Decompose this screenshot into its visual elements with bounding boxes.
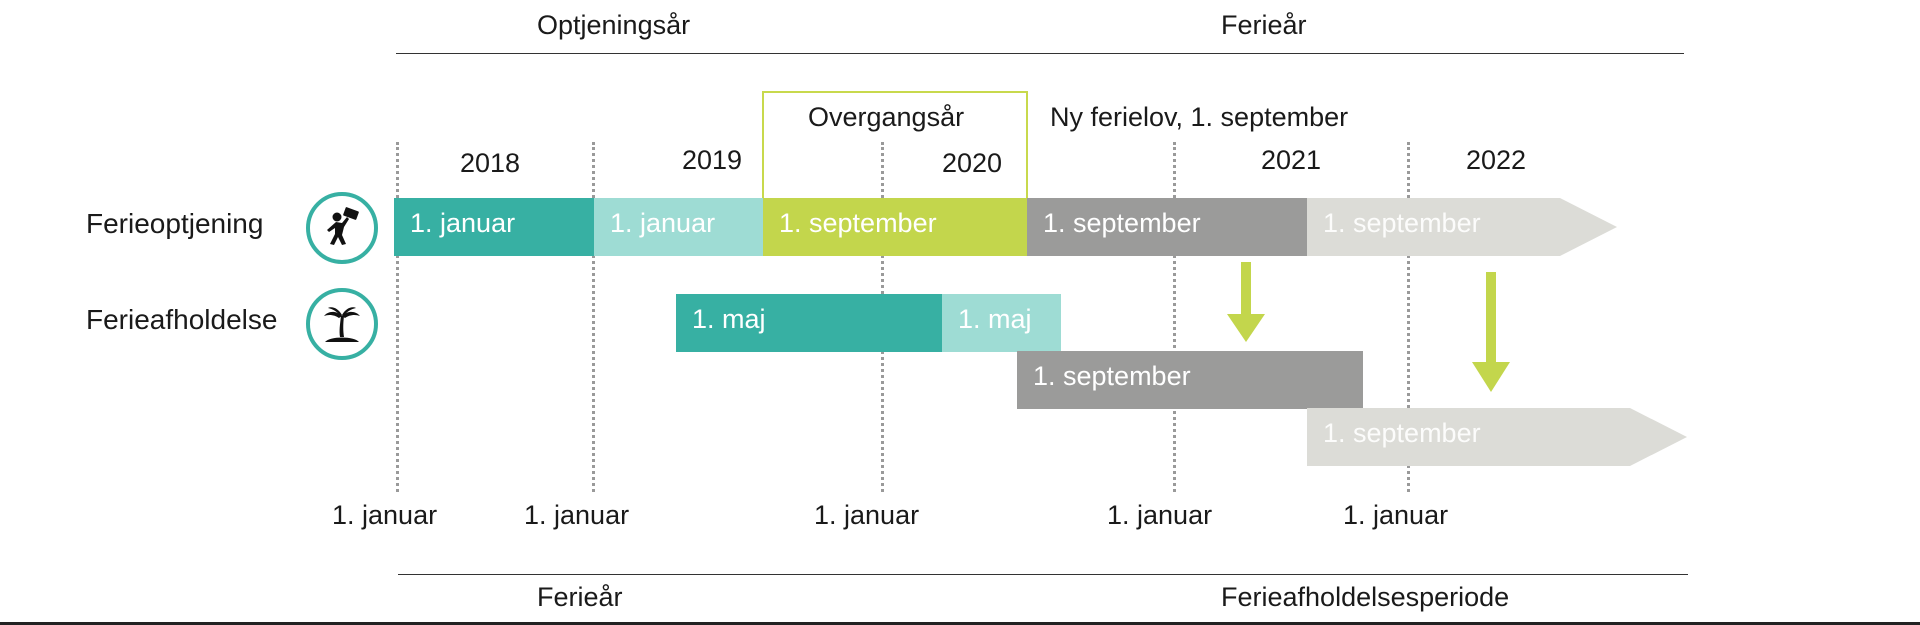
holiday-bar-2022-label: 1. september xyxy=(1323,418,1481,448)
divider-2019 xyxy=(592,142,595,492)
earning-bar-2021: 1. september xyxy=(1027,198,1307,256)
bottom-date-2020: 1. januar xyxy=(814,500,920,530)
holiday-arrow-2022 xyxy=(1307,408,1687,466)
holiday-bar-2020-label: 1. maj xyxy=(958,304,1032,334)
year-label-2019: 2019 xyxy=(682,145,743,175)
new-law-label: Ny ferielov, 1. september xyxy=(1050,102,1349,132)
divider-2021 xyxy=(1173,142,1176,492)
down-arrow-2021 xyxy=(1227,262,1265,342)
transition-year-label: Overgangsår xyxy=(808,102,965,132)
page-bottom-border xyxy=(0,622,1920,625)
divider-2022 xyxy=(1407,142,1410,492)
earning-bar-2018-label: 1. januar xyxy=(410,208,516,238)
earning-bar-transition-label: 1. september xyxy=(779,208,937,238)
palm-tree-island-icon xyxy=(324,307,360,342)
earning-icon-circle xyxy=(306,192,378,264)
bottom-divider xyxy=(398,574,1688,575)
bottom-left-heading: Ferieår xyxy=(537,582,623,612)
top-left-heading: Optjeningsår xyxy=(537,10,691,40)
earning-bar-2019: 1. januar xyxy=(594,198,763,256)
bottom-right-heading: Ferieafholdelsesperiode xyxy=(1221,582,1510,612)
year-label-2020: 2020 xyxy=(942,148,1003,178)
top-divider xyxy=(396,53,1684,54)
earning-bar-2018: 1. januar xyxy=(394,198,594,256)
bottom-date-2018: 1. januar xyxy=(332,500,438,530)
holiday-bar-2021: 1. september xyxy=(1017,351,1363,409)
earning-bar-2021-label: 1. september xyxy=(1043,208,1201,238)
holiday-bar-2021-label: 1. september xyxy=(1033,361,1191,391)
earning-bar-2019-label: 1. januar xyxy=(610,208,716,238)
bottom-date-2019: 1. januar xyxy=(524,500,630,530)
bottom-date-2021: 1. januar xyxy=(1107,500,1213,530)
bottom-date-2022: 1. januar xyxy=(1343,500,1449,530)
earning-bar-transition: 1. september xyxy=(763,198,1027,256)
person-waving-money-icon xyxy=(327,207,359,245)
down-arrow-2022 xyxy=(1472,272,1510,392)
row-label-earning: Ferieoptjening xyxy=(86,208,264,239)
holiday-bar-2019-label: 1. maj xyxy=(692,304,766,334)
earning-arrow-2022 xyxy=(1307,198,1617,256)
year-label-2018: 2018 xyxy=(460,148,521,178)
row-label-holiday: Ferieafholdelse xyxy=(86,304,278,335)
earning-bar-2022-label: 1. september xyxy=(1323,208,1481,238)
top-right-heading: Ferieår xyxy=(1221,10,1307,40)
year-label-2021: 2021 xyxy=(1261,145,1322,175)
holiday-bar-2020: 1. maj xyxy=(942,294,1061,352)
year-label-2022: 2022 xyxy=(1466,145,1527,175)
divider-2018 xyxy=(396,142,399,492)
holiday-bar-2019: 1. maj xyxy=(676,294,942,352)
holiday-icon-circle xyxy=(306,288,378,360)
